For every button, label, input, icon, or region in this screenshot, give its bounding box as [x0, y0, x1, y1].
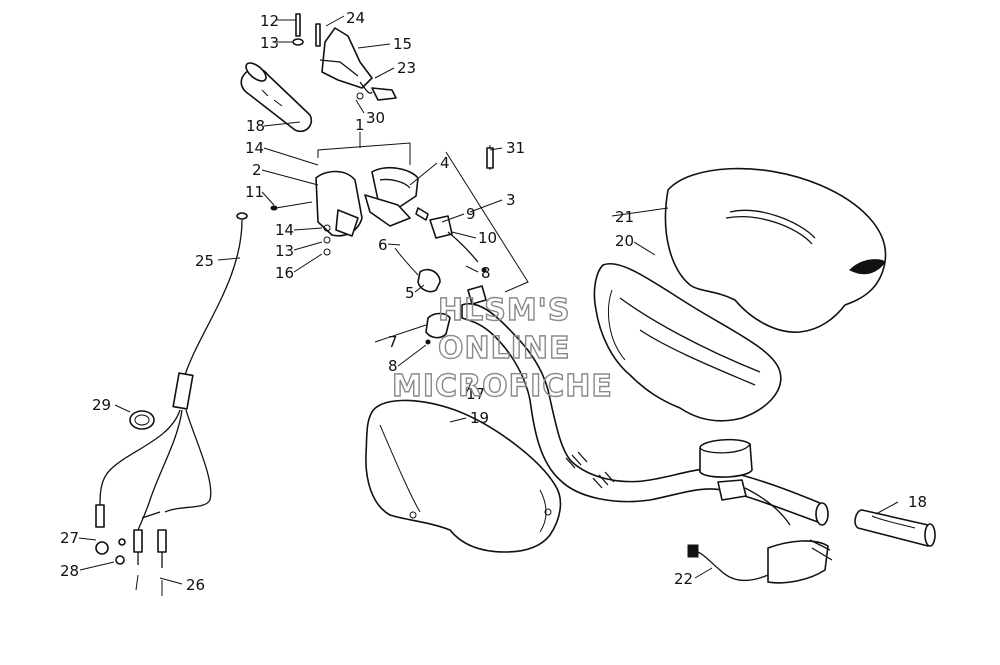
- watermark-line-1: HLSM'S: [438, 293, 570, 328]
- callout-18: 18: [246, 117, 265, 135]
- part-wiring-harness: [95, 212, 248, 596]
- watermark: HLSM'S ONLINE MICROFICHE: [391, 292, 613, 404]
- callout-23: 23: [397, 59, 416, 77]
- callout-18: 18: [908, 493, 927, 511]
- callout-25: 25: [195, 252, 214, 270]
- part-upper-bracket: [292, 13, 397, 101]
- callout-6: 6: [378, 236, 388, 254]
- callout-21: 21: [615, 208, 634, 226]
- callout-13: 13: [260, 34, 279, 52]
- callout-26: 26: [186, 576, 205, 594]
- callout-7: 7: [388, 333, 398, 351]
- part-grip-heater: [687, 539, 833, 584]
- watermark-line-3: MICROFICHE: [392, 369, 613, 404]
- part-handlebar-pad-upper: [664, 167, 887, 333]
- callout-19: 19: [470, 409, 489, 427]
- callout-17: 17: [466, 385, 485, 403]
- callout-16: 16: [275, 264, 294, 282]
- callout-8: 8: [388, 357, 398, 375]
- callout-30: 30: [366, 109, 385, 127]
- watermark-line-2: ONLINE: [438, 331, 571, 366]
- callout-24: 24: [346, 9, 365, 27]
- callout-8: 8: [481, 264, 491, 282]
- part-handlebar: [461, 303, 829, 526]
- leader-lines: [78, 15, 899, 585]
- callout-22: 22: [674, 570, 693, 588]
- callout-10: 10: [478, 229, 497, 247]
- part-grip-left: [240, 62, 313, 133]
- callout-2: 2: [252, 161, 262, 179]
- part-switch-housing: [270, 142, 529, 293]
- callout-11: 11: [245, 183, 264, 201]
- part-lower-bracket: [323, 145, 494, 345]
- callout-14: 14: [245, 139, 264, 157]
- callout-9: 9: [466, 205, 476, 223]
- callout-28: 28: [60, 562, 79, 580]
- callout-4: 4: [440, 154, 450, 172]
- callout-29: 29: [92, 396, 111, 414]
- callout-3: 3: [506, 191, 516, 209]
- callout-labels: 12 24 13 15 23 30 18 1 14 2 11 4 31 3 9 …: [60, 9, 927, 594]
- part-grip-right: [854, 509, 936, 547]
- part-hand-guard-left: [365, 399, 562, 553]
- callout-1: 1: [355, 116, 365, 134]
- callout-5: 5: [405, 284, 415, 302]
- callout-14: 14: [275, 221, 294, 239]
- callout-27: 27: [60, 529, 79, 547]
- callout-15: 15: [393, 35, 412, 53]
- callout-31: 31: [506, 139, 525, 157]
- callout-20: 20: [615, 232, 634, 250]
- callout-13: 13: [275, 242, 294, 260]
- callout-12: 12: [260, 12, 279, 30]
- part-handlebar-pad-lower: [593, 262, 782, 422]
